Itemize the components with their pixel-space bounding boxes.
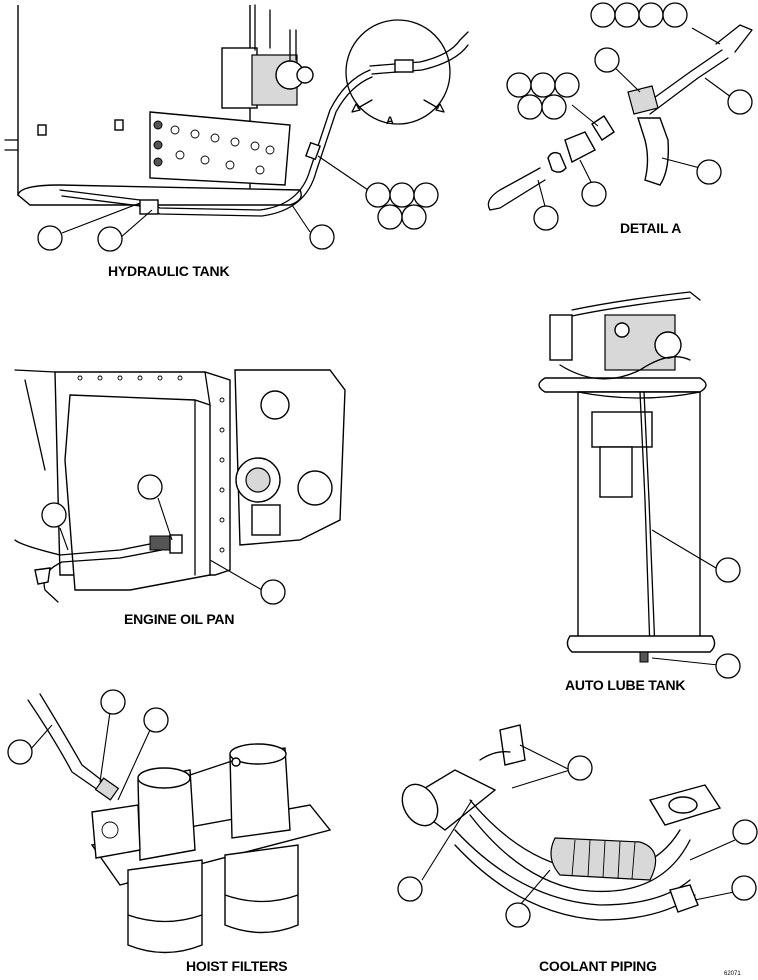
callout-balloon [37,225,63,251]
callout-balloon [530,72,556,98]
callout-balloon [715,557,741,583]
callout-balloon [533,205,559,231]
detail-a-marker: A [386,115,394,127]
callout-balloon [389,182,415,208]
hydraulic-tank-caption: HYDRAULIC TANK [108,263,230,279]
callout-balloon [696,159,722,185]
callout-balloon [137,474,163,500]
engine-oil-pan-view [14,369,346,605]
detail-a-caption: DETAIL A [620,220,682,236]
callout-balloon [413,182,439,208]
callout-balloon [731,875,757,901]
callout-balloon [100,689,126,715]
callout-balloon [41,502,67,528]
callout-balloon [541,94,567,120]
callout-balloon [397,876,423,902]
auto-lube-tank-view [538,291,741,679]
callout-balloon [662,2,688,28]
coolant-piping-caption: COOLANT PIPING [539,958,657,974]
callout-balloon [97,226,123,252]
coolant-piping-view [397,724,758,928]
callout-balloon [505,902,531,928]
callout-balloon [401,204,427,230]
callout-balloon [590,2,616,28]
callout-balloon [581,181,607,207]
figure-number: 62071 [724,971,741,977]
callout-balloon [309,224,335,250]
hoist-filters-view [7,689,332,954]
callout-balloon [614,2,640,28]
callout-balloon [594,47,620,73]
callout-balloon [377,204,403,230]
callout-balloon [506,72,532,98]
callout-balloon [715,653,741,679]
callout-balloon [567,755,593,781]
engine-oil-pan-caption: ENGINE OIL PAN [124,611,235,627]
auto-lube-tank-caption: AUTO LUBE TANK [565,677,686,693]
callout-balloon [365,182,391,208]
callout-balloon [732,819,758,845]
callout-balloon [638,2,664,28]
callout-balloon [260,579,286,605]
callout-balloon [517,94,543,120]
hoist-filters-caption: HOIST FILTERS [186,958,288,974]
detail-a-view [487,2,753,231]
callout-balloon [7,739,33,765]
hydraulic-tank-view [4,4,469,252]
callout-balloon [727,89,753,115]
callout-balloon [554,72,580,98]
callout-balloon [143,707,169,733]
